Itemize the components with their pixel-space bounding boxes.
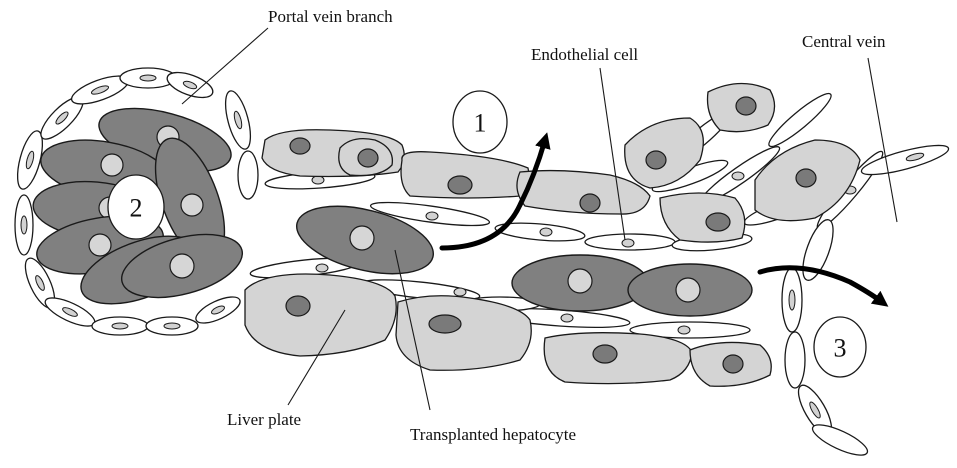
endothelial-cell-label: Endothelial cell	[531, 45, 638, 64]
route-2-label: 2	[130, 194, 143, 223]
portal-vein-branch-label: Portal vein branch	[268, 7, 393, 26]
transplanted-hepatocyte-label: Transplanted hepatocyte	[410, 425, 576, 444]
route-3-arrow	[760, 268, 882, 302]
liver-plate-label: Liver plate	[227, 410, 301, 429]
route-1-label: 1	[474, 109, 487, 138]
central-vein-label: Central vein	[802, 32, 886, 51]
route-3-label: 3	[834, 334, 847, 363]
